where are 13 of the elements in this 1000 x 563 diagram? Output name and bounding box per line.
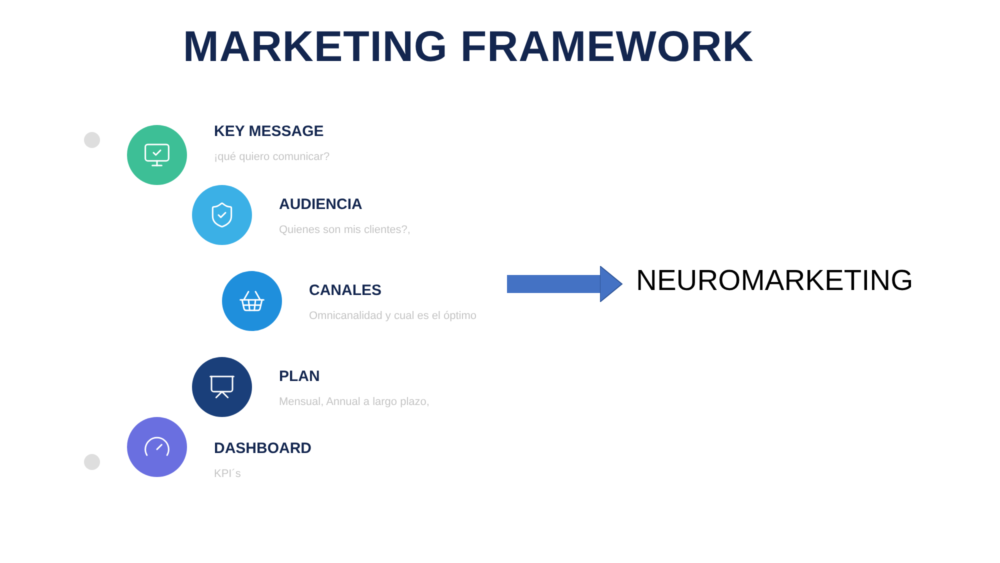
concept-label: NEUROMARKETING <box>636 265 914 298</box>
step-description: Quienes son mis clientes?, <box>279 224 410 236</box>
step-heading: KEY MESSAGE <box>214 123 325 140</box>
step-heading: PLAN <box>279 368 321 385</box>
step-description: Mensual, Annual a largo plazo, <box>279 396 430 408</box>
step-heading: CANALES <box>309 282 383 299</box>
step-description: KPI´s <box>214 468 242 480</box>
diagram-title: MARKETING FRAMEWORK <box>183 23 754 72</box>
step-description: Omnicanalidad y cual es el óptimo <box>309 310 477 322</box>
step-description: ¡qué quiero comunicar? <box>214 151 330 163</box>
step-heading: AUDIENCIA <box>279 196 364 213</box>
step-heading: DASHBOARD <box>214 440 312 457</box>
block-arrow <box>507 266 622 302</box>
